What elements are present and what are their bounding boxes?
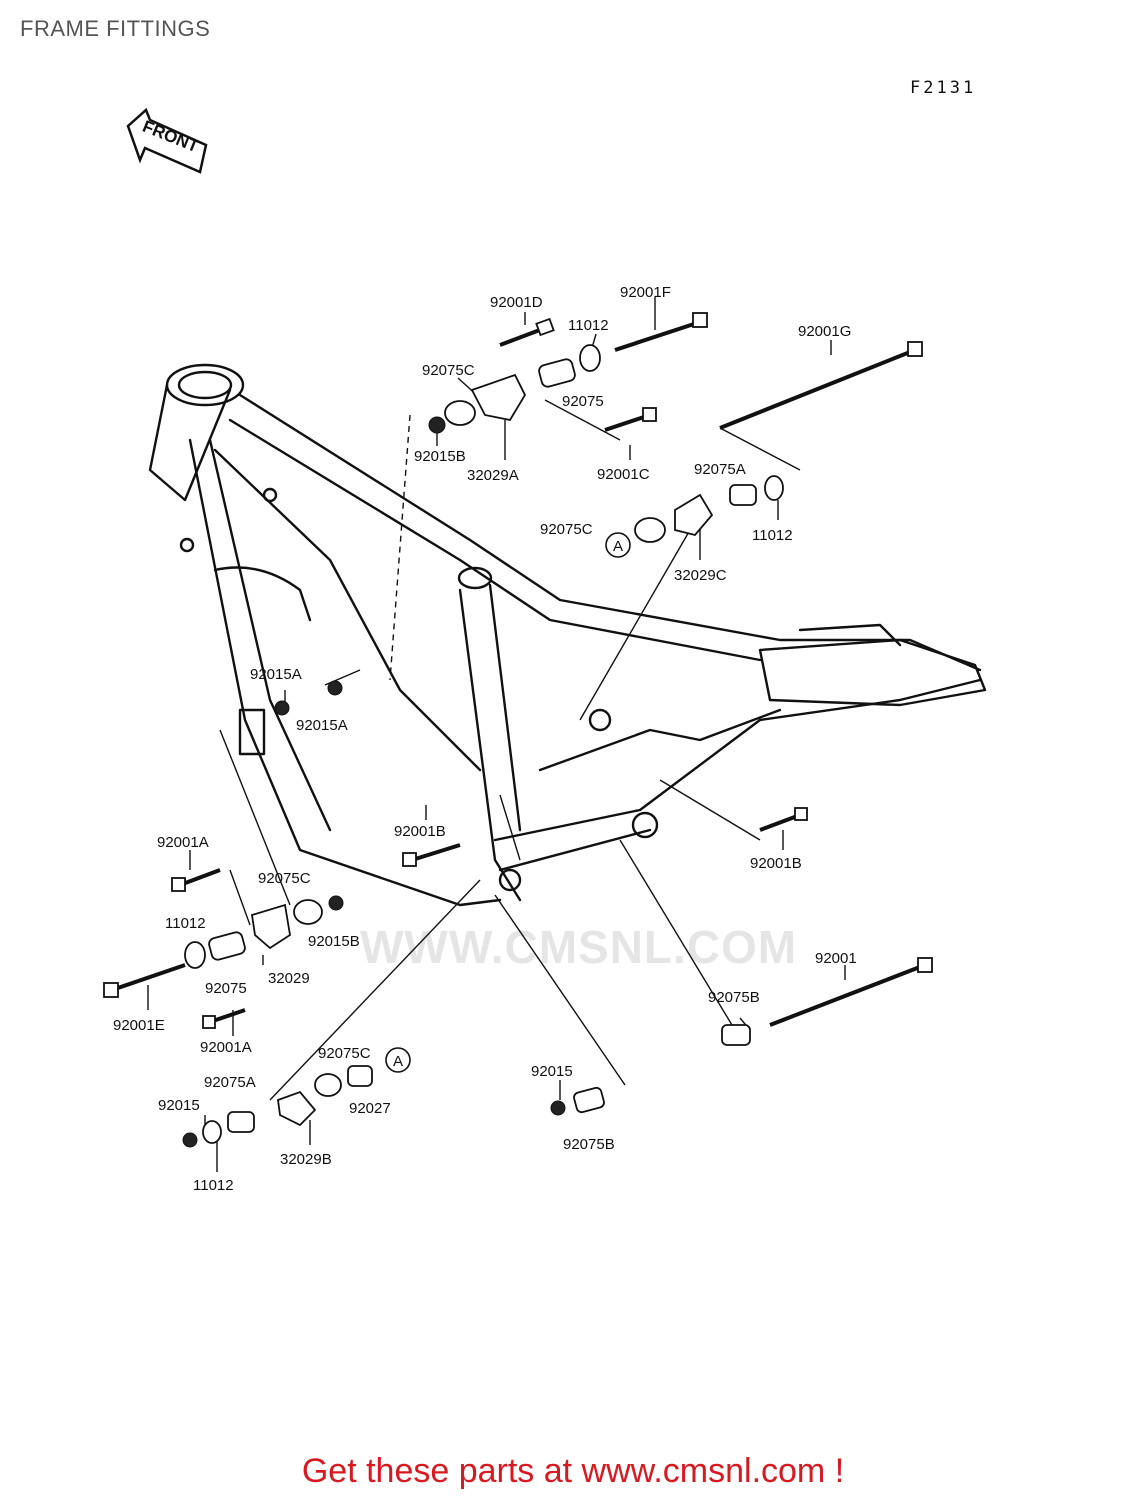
diagram-code: F2131 — [910, 78, 977, 98]
page-title: FRAME FITTINGS — [20, 16, 211, 41]
part-label: 92075B — [708, 989, 760, 1006]
part-label: 11012 — [752, 527, 793, 544]
part-label: 92001G — [798, 323, 851, 340]
part-label: 92001C — [597, 466, 650, 483]
part-label: 92001A — [200, 1039, 252, 1056]
part-label: 92001E — [113, 1017, 165, 1034]
part-label: 92075A — [204, 1074, 256, 1091]
part-label: 11012 — [568, 317, 609, 334]
part-label: 92075B — [563, 1136, 615, 1153]
part-label: 32029A — [467, 467, 519, 484]
frame-body — [148, 363, 987, 907]
part-label: 92075C — [540, 521, 593, 538]
part-label: 92027 — [349, 1100, 391, 1117]
front-arrow-icon: FRONT — [126, 107, 208, 174]
part-label: 32029C — [674, 567, 727, 584]
part-label: 92001 — [815, 950, 857, 967]
part-label: 92001A — [157, 834, 209, 851]
part-label: 92075C — [318, 1045, 371, 1062]
part-label: 32029 — [268, 970, 310, 987]
part-label: 92015B — [414, 448, 466, 465]
callout-marker-a: A — [613, 538, 623, 555]
callout-marker-a: A — [393, 1053, 403, 1070]
part-label: 92075 — [562, 393, 604, 410]
part-labels: 92001D 92001F 11012 92001G 92075C 92075 … — [113, 284, 857, 1194]
part-label: 92015 — [158, 1097, 200, 1114]
part-label: 32029B — [280, 1151, 332, 1168]
part-label: 92015B — [308, 933, 360, 950]
part-label: 11012 — [165, 915, 206, 932]
part-label: 92001F — [620, 284, 671, 301]
part-label: 92075C — [258, 870, 311, 887]
part-label: 11012 — [193, 1177, 234, 1194]
part-label: 92015A — [250, 666, 302, 683]
part-label: 92015 — [531, 1063, 573, 1080]
fittings — [103, 312, 933, 1148]
promo-link[interactable]: Get these parts at www.cmsnl.com ! — [301, 1452, 845, 1490]
part-label: 92001B — [750, 855, 802, 872]
frame-diagram: FRONT — [103, 107, 987, 1194]
part-label: 92015A — [296, 717, 348, 734]
part-label: 92075 — [205, 980, 247, 997]
leader-lines — [147, 297, 846, 1172]
part-label: 92075A — [694, 461, 746, 478]
part-label: 92001D — [490, 294, 543, 311]
part-label: 92001B — [394, 823, 446, 840]
part-label: 92075C — [422, 362, 475, 379]
